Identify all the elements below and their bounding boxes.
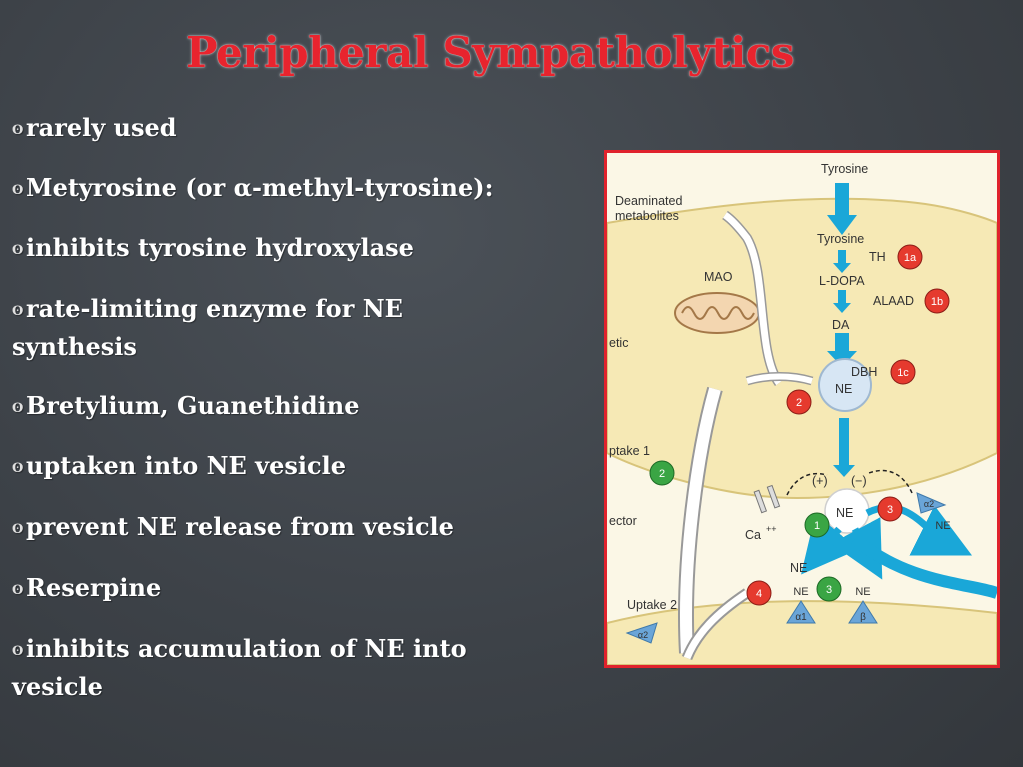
positive-feedback-arrow xyxy=(786,472,828,496)
marker-3-green-label: 3 xyxy=(826,584,832,596)
mao-label: MAO xyxy=(704,270,733,284)
receptor-ne-label-1: NE xyxy=(793,586,808,598)
alaad-label: ALAAD xyxy=(873,294,914,308)
synthesis-arrowhead-1 xyxy=(833,263,851,273)
vesicle-transport-arrowhead xyxy=(833,465,855,477)
tyrosine-transport-arrowhead xyxy=(827,215,857,235)
ector-label: ector xyxy=(609,514,637,528)
calcium-charge-label: ++ xyxy=(766,524,777,534)
bullet-icon: ʘ xyxy=(12,583,24,598)
tyrosine-transport-arrow xyxy=(835,183,849,217)
alpha2-bottom-label: α2 xyxy=(638,630,648,640)
synapse-diagram: 1a 1b 1c 2 2 1 3 3 4 Tyrosine Deaminated… xyxy=(607,162,997,665)
synthesis-arrow-3 xyxy=(835,333,849,353)
vesicle-uptake-arrow-fill xyxy=(746,373,813,384)
marker-1-green xyxy=(804,512,830,538)
metabolites-label: metabolites xyxy=(615,209,679,223)
synthesis-arrow-1 xyxy=(838,250,846,264)
plus-label: (+) xyxy=(812,474,828,488)
mao-deamination-arrow-fill xyxy=(722,212,782,386)
mitochondrion-icon xyxy=(674,292,760,334)
bullet-icon: ʘ xyxy=(12,401,24,416)
calcium-channel xyxy=(753,484,781,514)
release-ne-label: NE xyxy=(836,506,853,520)
dbh-label: DBH xyxy=(851,365,877,379)
marker-2-red xyxy=(786,389,812,415)
beta-label: β xyxy=(860,612,866,623)
marker-1a-label: 1a xyxy=(904,252,917,264)
da-label: DA xyxy=(832,318,850,332)
tyrosine-top-label: Tyrosine xyxy=(821,162,868,176)
synapse-figure: 1a 1b 1c 2 2 1 3 3 4 Tyrosine Deaminated… xyxy=(604,150,1000,668)
alpha2-bottom-receptor xyxy=(625,622,658,644)
marker-2-green xyxy=(649,460,675,486)
receptor-ne-label-3: NE xyxy=(935,520,950,532)
vesicle-transport-arrow xyxy=(839,418,849,468)
marker-3-red-label: 3 xyxy=(887,504,893,516)
uptake-2-label: Uptake 2 xyxy=(627,598,677,612)
bullet-icon: ʘ xyxy=(12,461,24,476)
marker-4-red xyxy=(746,580,772,606)
ldopa-label: L-DOPA xyxy=(819,274,865,288)
uptake-2-arrow-fill xyxy=(683,590,749,660)
deaminated-label: Deaminated xyxy=(615,194,682,208)
bullet-icon: ʘ xyxy=(12,183,24,198)
marker-1a xyxy=(897,244,923,270)
calcium-label: Ca xyxy=(745,528,761,542)
th-label: TH xyxy=(869,250,886,264)
uptake-return-arrow xyxy=(851,534,997,599)
alpha1-receptor xyxy=(786,600,816,624)
alpha1-label: α1 xyxy=(795,612,807,623)
storage-vesicle xyxy=(818,358,872,412)
marker-4-red-label: 4 xyxy=(756,588,762,600)
marker-3-red xyxy=(877,496,903,522)
uptake-1-arrow-fill xyxy=(680,387,721,654)
marker-1-green-label: 1 xyxy=(814,520,820,532)
minus-label: (−) xyxy=(851,474,867,488)
marker-1c xyxy=(890,359,916,385)
marker-2-red-label: 2 xyxy=(796,397,802,409)
marker-2-green-label: 2 xyxy=(659,468,665,480)
alpha2-autoreceptor xyxy=(916,492,947,514)
marker-1c-label: 1c xyxy=(897,367,909,379)
synthesis-arrowhead-2 xyxy=(833,303,851,313)
marker-1b xyxy=(924,288,950,314)
presynaptic-terminal xyxy=(607,197,997,500)
slide-title: Peripheral Sympatholytics xyxy=(186,28,794,77)
marker-1b-label: 1b xyxy=(931,296,943,308)
alpha2-label: α2 xyxy=(924,499,934,509)
vesicle-ne-label: NE xyxy=(835,382,852,396)
synthesis-arrow-2 xyxy=(838,290,846,304)
beta-receptor xyxy=(848,600,878,624)
bullet-icon: ʘ xyxy=(12,243,24,258)
tyrosine-inner-label: Tyrosine xyxy=(817,232,864,246)
bullet-icon: ʘ xyxy=(12,123,24,138)
cleft-ne-label: NE xyxy=(790,561,807,575)
receptor-ne-label-2: NE xyxy=(855,586,870,598)
etic-label: etic xyxy=(609,336,628,350)
marker-3-green xyxy=(816,576,842,602)
negative-feedback-arrow xyxy=(868,469,913,494)
bullet-icon: ʘ xyxy=(12,644,24,659)
bullet-icon: ʘ xyxy=(12,304,24,319)
bullet-icon: ʘ xyxy=(12,522,24,537)
uptake-1-label: ptake 1 xyxy=(609,444,650,458)
